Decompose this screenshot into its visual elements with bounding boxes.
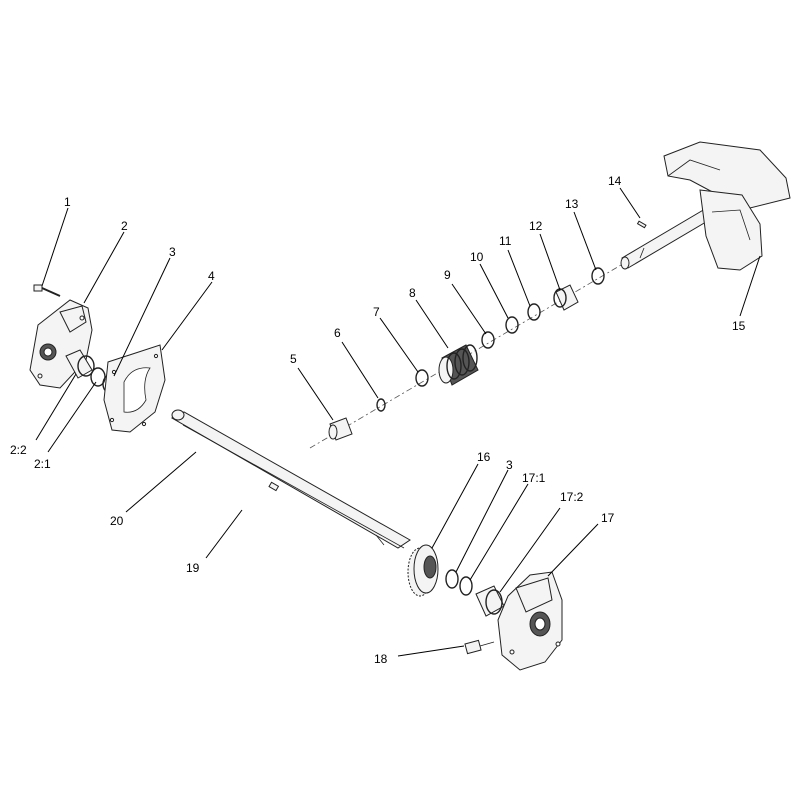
callout-2: 2 — [121, 219, 128, 233]
shaft-assembly — [170, 409, 411, 549]
gasket — [103, 344, 166, 433]
bolt — [33, 284, 61, 297]
callout-14: 14 — [608, 174, 622, 188]
worm-gear — [438, 344, 479, 386]
plug — [464, 639, 495, 655]
callout-3-left: 3 — [169, 245, 176, 259]
callout-1: 1 — [64, 195, 71, 209]
callout-17: 17 — [601, 511, 615, 525]
washer-11 — [527, 303, 541, 321]
washer-10 — [505, 316, 519, 334]
right-gearbox-housing — [497, 571, 563, 671]
callout-20: 20 — [110, 514, 124, 528]
callout-17-1: 17:1 — [522, 471, 546, 485]
impeller — [663, 141, 791, 271]
callout-17-2: 17:2 — [560, 490, 584, 504]
bearing-right — [475, 585, 505, 617]
callout-7: 7 — [373, 305, 380, 319]
leader-lines — [35, 187, 761, 657]
spur-gear — [407, 544, 439, 597]
callout-9: 9 — [444, 268, 451, 282]
callout-16: 16 — [477, 450, 491, 464]
callout-4: 4 — [208, 269, 215, 283]
snap-ring — [376, 398, 386, 412]
thrust-washer — [415, 369, 429, 387]
callout-13: 13 — [565, 197, 579, 211]
washer-right — [459, 576, 473, 596]
callout-8: 8 — [409, 286, 416, 300]
callout-18: 18 — [374, 652, 388, 666]
bearing-12 — [553, 284, 579, 311]
callout-12: 12 — [529, 219, 543, 233]
callout-19: 19 — [186, 561, 200, 575]
callout-2-1: 2:1 — [34, 457, 51, 471]
washer-9 — [481, 331, 495, 349]
callout-3-right: 3 — [506, 458, 513, 472]
callout-15: 15 — [732, 319, 746, 333]
bearing-left — [65, 349, 95, 379]
callout-11: 11 — [499, 234, 512, 248]
callout-labels: 1 2 3 4 5 6 7 8 9 10 11 12 13 14 15 16 3… — [10, 174, 746, 666]
callout-5: 5 — [290, 352, 297, 366]
callout-2-2: 2:2 — [10, 443, 27, 457]
callout-6: 6 — [334, 326, 341, 340]
bushing — [328, 417, 353, 441]
callout-10: 10 — [470, 250, 484, 264]
ring-right — [445, 569, 459, 589]
ring-13 — [591, 267, 605, 285]
